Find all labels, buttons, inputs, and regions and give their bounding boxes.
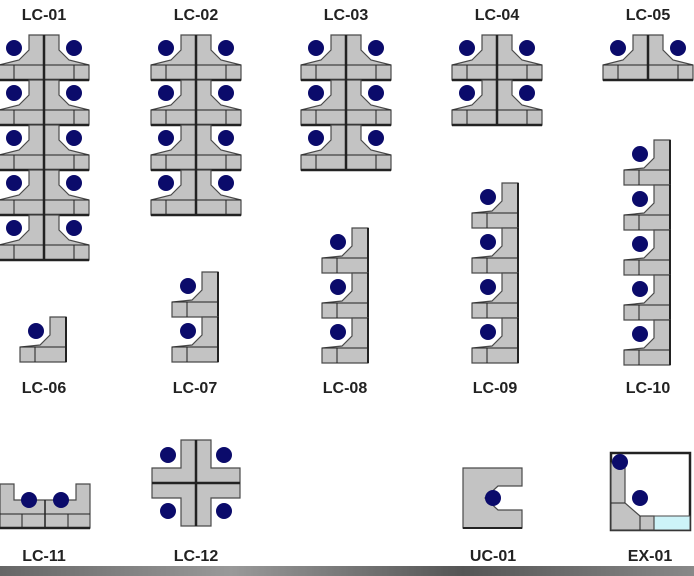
seat-icon [459, 85, 475, 101]
workstation-uc-01 [462, 467, 523, 529]
seat-icon [632, 236, 648, 252]
seat-icon [158, 130, 174, 146]
seat-icon [6, 175, 22, 191]
seat-icon [519, 40, 535, 56]
seat-icon [218, 85, 234, 101]
workstation-lc-02 [150, 34, 242, 217]
seat-icon [158, 85, 174, 101]
seat-icon [158, 175, 174, 191]
seat-icon [218, 175, 234, 191]
seat-icon [6, 220, 22, 236]
bottom-edge [0, 566, 694, 576]
layout-label: LC-08 [322, 380, 368, 397]
seat-icon [368, 130, 384, 146]
seat-icon [480, 189, 496, 205]
seat-icon [160, 447, 176, 463]
seat-icon [480, 324, 496, 340]
seat-icon [218, 130, 234, 146]
layout-label: LC-01 [21, 7, 67, 24]
seat-icon [216, 503, 232, 519]
seat-icon [330, 324, 346, 340]
seat-icon [66, 220, 82, 236]
workstation-lc-12 [151, 439, 241, 527]
seat-icon [632, 281, 648, 297]
layout-label: LC-03 [323, 7, 369, 24]
seat-icon [670, 40, 686, 56]
workstation-lc-05 [602, 34, 694, 82]
layout-label: LC-06 [21, 380, 67, 397]
seat-icon [610, 40, 626, 56]
workstation-lc-11 [0, 483, 91, 530]
layout-label: LC-12 [173, 548, 219, 565]
seat-icon [21, 492, 37, 508]
seat-icon [180, 323, 196, 339]
workstation-lc-08 [321, 227, 369, 364]
workstation-lc-09 [471, 182, 519, 364]
seat-icon [66, 40, 82, 56]
seat-icon [480, 279, 496, 295]
seat-icon [308, 40, 324, 56]
workstation-lc-03 [300, 34, 392, 172]
seat-icon [6, 130, 22, 146]
seat-icon [480, 234, 496, 250]
seat-icon [368, 40, 384, 56]
seat-icon [632, 490, 648, 506]
layout-label: LC-02 [173, 7, 219, 24]
seat-icon [53, 492, 69, 508]
layout-label: LC-05 [625, 7, 671, 24]
seat-icon [632, 146, 648, 162]
seat-icon [66, 85, 82, 101]
seat-icon [160, 503, 176, 519]
seat-icon [6, 40, 22, 56]
seat-icon [158, 40, 174, 56]
layout-label: UC-01 [469, 548, 517, 565]
workstation-lc-01 [0, 34, 90, 262]
layout-label: LC-09 [472, 380, 518, 397]
seat-icon [632, 191, 648, 207]
seat-icon [368, 85, 384, 101]
seat-icon [180, 278, 196, 294]
layout-label: LC-11 [22, 548, 66, 565]
workstation-lc-04 [451, 34, 543, 127]
seat-icon [612, 454, 628, 470]
seat-icon [308, 130, 324, 146]
seat-icon [66, 130, 82, 146]
layout-label: EX-01 [627, 548, 673, 565]
seat-icon [216, 447, 232, 463]
seat-icon [66, 175, 82, 191]
seat-icon [459, 40, 475, 56]
seat-icon [485, 490, 501, 506]
seat-icon [519, 85, 535, 101]
seat-icon [218, 40, 234, 56]
workstation-lc-07 [171, 271, 219, 363]
seat-icon [632, 326, 648, 342]
workstation-lc-06 [19, 316, 67, 363]
layout-label: LC-10 [625, 380, 671, 397]
seat-icon [330, 234, 346, 250]
seat-icon [308, 85, 324, 101]
workstation-lc-10 [623, 139, 671, 366]
seat-icon [330, 279, 346, 295]
seat-icon [6, 85, 22, 101]
seat-icon [28, 323, 44, 339]
layout-label: LC-07 [172, 380, 218, 397]
layout-label: LC-04 [474, 7, 520, 24]
workstation-ex-01 [609, 451, 692, 532]
